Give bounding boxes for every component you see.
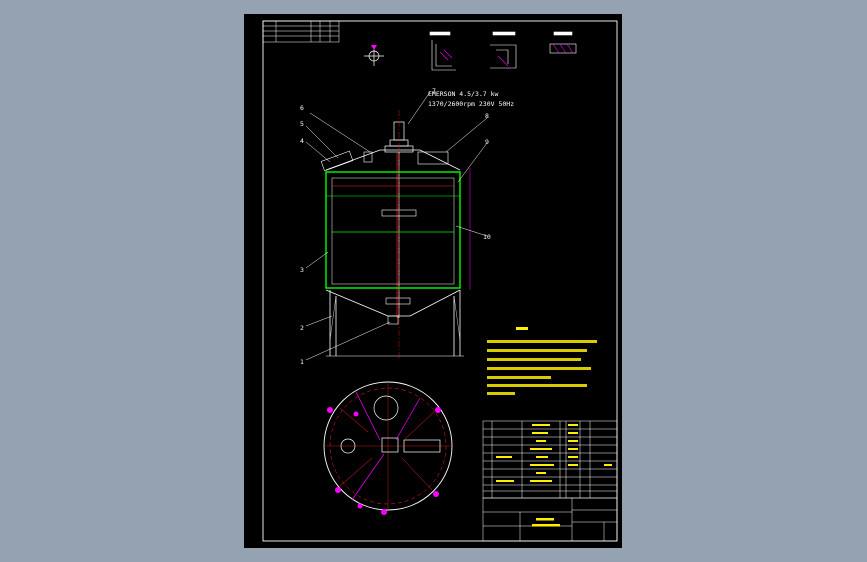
title-block — [482, 497, 618, 542]
svg-text:1: 1 — [300, 358, 304, 366]
svg-text:5: 5 — [300, 120, 304, 128]
motor-label-line1: EMERSON 4.5/3.7 kw — [428, 90, 499, 98]
parts-list-text — [496, 424, 612, 482]
svg-text:2: 2 — [300, 324, 304, 332]
technical-notes — [487, 327, 597, 395]
svg-text:3: 3 — [300, 266, 304, 274]
detail-view-top-symbol — [364, 45, 384, 66]
svg-text:10: 10 — [483, 233, 491, 241]
drawing-frame — [262, 20, 618, 542]
tank-elevation — [320, 110, 471, 360]
revision-table — [262, 20, 340, 43]
detail-view-b — [490, 31, 517, 69]
tank-plan-view — [323, 381, 453, 515]
detail-view-a — [429, 31, 456, 71]
svg-text:6: 6 — [300, 104, 304, 112]
part-number-labels: 6 5 4 3 2 1 7 8 9 10 — [300, 87, 491, 366]
part-leaders — [305, 91, 488, 361]
detail-view-c — [549, 31, 577, 54]
motor-label-line2: 1370/2600rpm 230V 50Hz — [428, 100, 514, 108]
svg-text:9: 9 — [485, 138, 489, 146]
svg-text:7: 7 — [432, 87, 436, 95]
title-block-text — [532, 518, 560, 527]
svg-text:8: 8 — [485, 112, 489, 120]
svg-text:4: 4 — [300, 137, 304, 145]
drawing-sheet — [244, 14, 622, 548]
